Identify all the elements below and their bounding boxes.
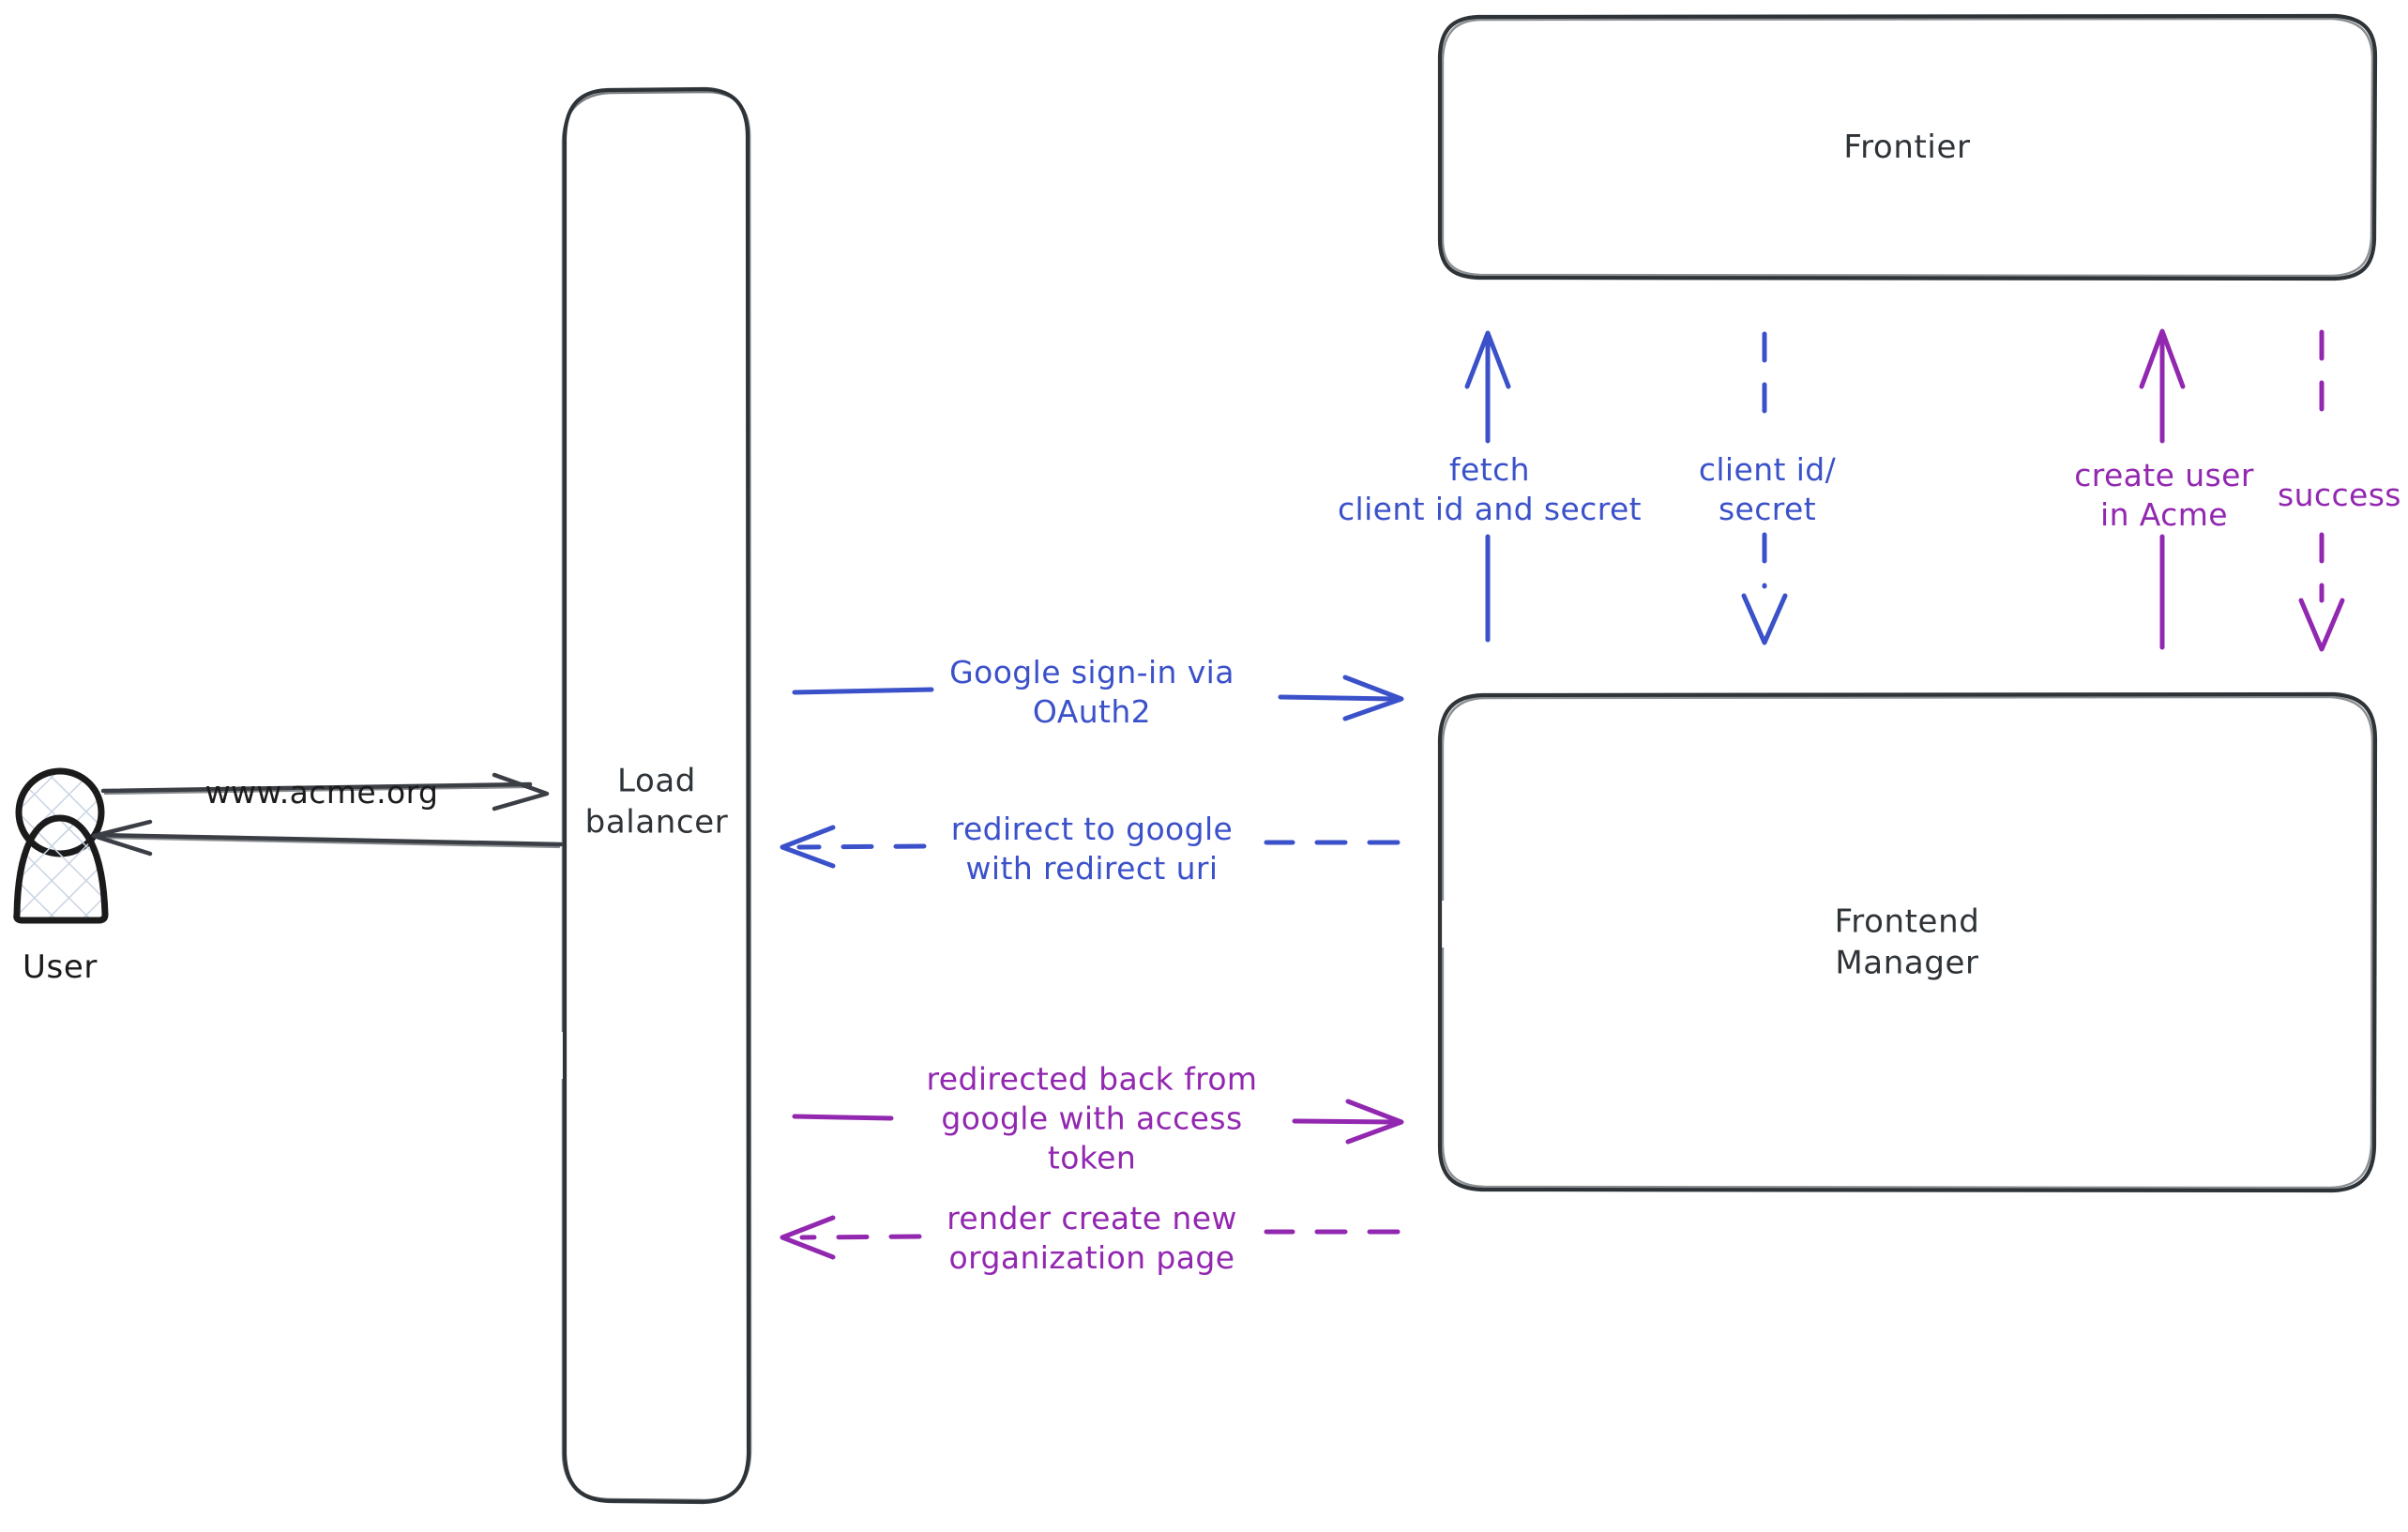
edge-user-to-lb-line-2 [103,785,529,796]
load-balancer-outline [562,86,751,1505]
edge-user-to-load-balancer[interactable] [100,772,550,812]
edge-fetch-client-id-secret[interactable] [1464,330,1511,643]
edge-google-signin-line-right [1278,694,1397,702]
frontend-manager-outline [1437,691,2378,1193]
frontier-node[interactable] [1437,13,2378,281]
edge-token-line-left [792,1114,894,1121]
edge-render-create-org-page[interactable] [780,1215,1401,1260]
edge-success[interactable] [2298,329,2345,652]
edge-load-balancer-to-user[interactable] [91,819,564,857]
edge-token-line-right [1292,1118,1397,1125]
edge-client-id-secret[interactable] [1741,331,1788,645]
edge-fetch-arrowhead [1464,330,1511,389]
edge-google-signin-arrowhead [1342,675,1404,721]
edge-success-arrowhead [2298,598,2345,652]
edge-render-arrowhead [780,1215,836,1260]
edge-redirect-to-google-arrowhead [780,825,836,869]
user-actor[interactable] [13,767,109,924]
edge-lb-to-user-arrowhead [91,819,153,857]
edge-client-id-secret-arrowhead [1741,593,1788,645]
edge-create-user-arrowhead [2139,328,2186,389]
edge-render-line-left [799,1234,922,1240]
load-balancer-node[interactable] [561,86,752,1505]
edge-lb-to-user-line-2 [98,836,561,849]
edge-redirect-to-google[interactable] [780,825,1401,869]
edge-user-to-lb-arrowhead [492,772,550,812]
frontier-outline-sketch [1441,17,2374,278]
edge-lb-to-user-line [95,832,564,847]
edge-google-signin[interactable] [792,675,1404,721]
edge-token-arrowhead [1345,1099,1404,1145]
edge-redirected-back-with-token[interactable] [792,1099,1404,1145]
frontier-outline [1437,13,2378,281]
frontend-manager-outline-sketch [1441,695,2374,1190]
edge-redirect-to-google-line-left [796,843,927,850]
load-balancer-outline-sketch [561,90,752,1502]
edge-user-to-lb-line [100,781,533,794]
edge-google-signin-line-left [792,687,934,695]
user-body-icon [13,814,109,924]
edge-create-user-in-acme[interactable] [2139,328,2186,650]
frontend-manager-node[interactable] [1437,691,2378,1193]
